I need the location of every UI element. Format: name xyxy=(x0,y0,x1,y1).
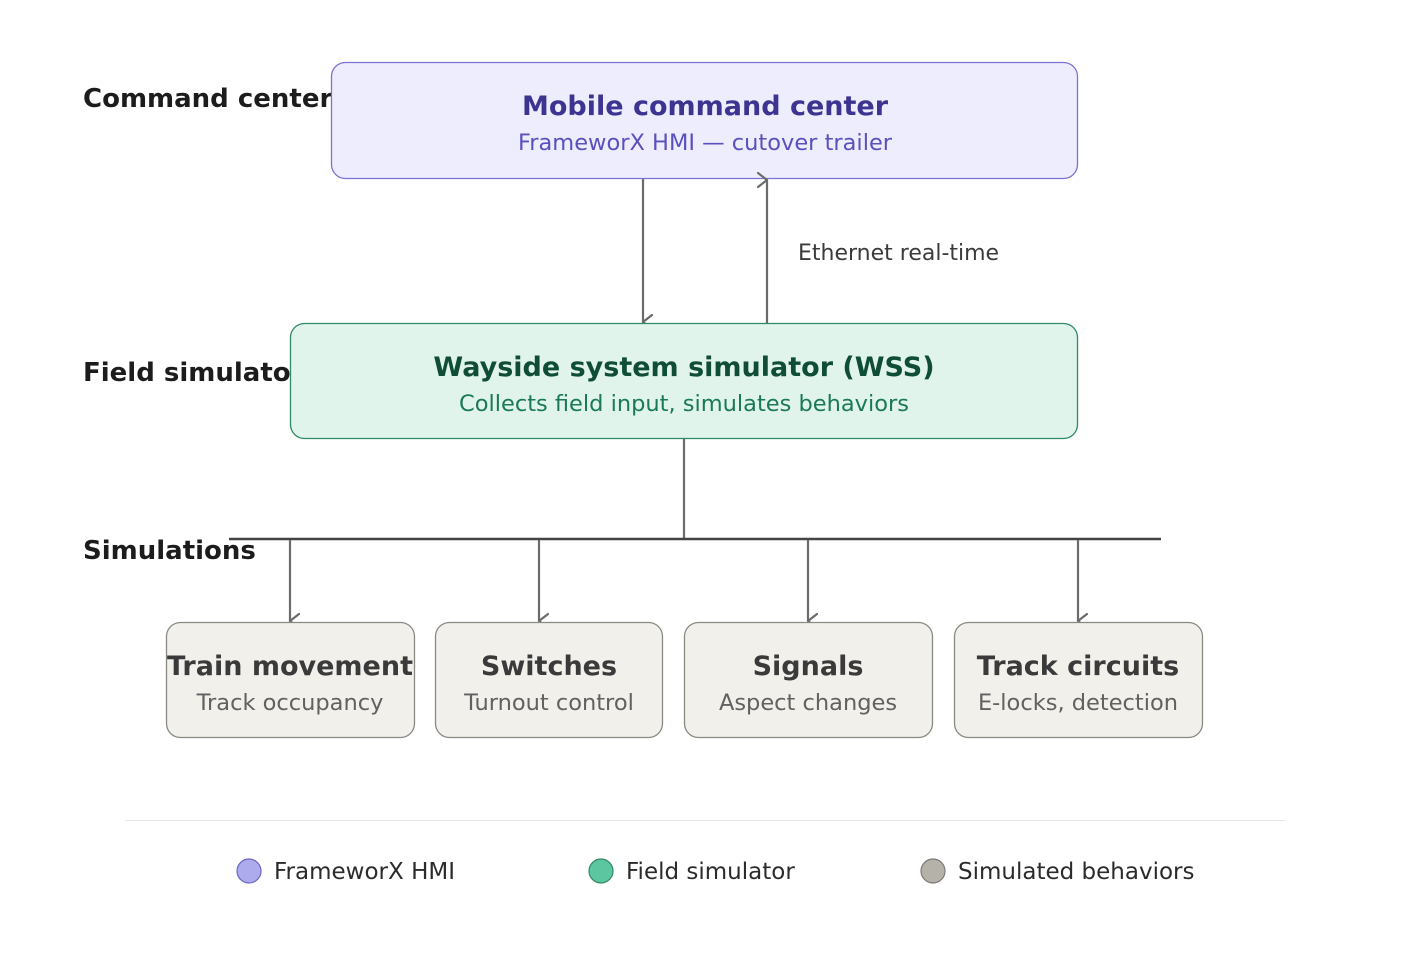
switches-title: Switches xyxy=(481,651,617,682)
node-signals[interactable]: Signals Aspect changes xyxy=(683,621,934,739)
legend: FrameworX HMI Field simulator Simulated … xyxy=(236,858,1194,885)
legend-label-field-simulator: Field simulator xyxy=(626,859,795,885)
legend-label-simulated-behaviors: Simulated behaviors xyxy=(958,859,1194,885)
node-switches[interactable]: Switches Turnout control xyxy=(434,621,664,739)
legend-item-simulated-behaviors: Simulated behaviors xyxy=(920,858,1194,885)
signals-subtitle: Aspect changes xyxy=(719,690,897,716)
wss-box xyxy=(289,322,1079,440)
wss-subtitle: Collects field input, simulates behavior… xyxy=(459,391,909,417)
switches-subtitle: Turnout control xyxy=(463,690,634,716)
track-circuits-subtitle: E-locks, detection xyxy=(978,690,1178,716)
legend-item-field-simulator: Field simulator xyxy=(588,858,795,885)
legend-item-frameworx-hmi: FrameworX HMI xyxy=(236,858,455,885)
legend-swatch-simulated-behaviors xyxy=(920,858,946,884)
legend-swatch-frameworx-hmi xyxy=(236,858,262,884)
node-track-circuits[interactable]: Track circuits E-locks, detection xyxy=(953,621,1204,739)
wss-title: Wayside system simulator (WSS) xyxy=(433,352,934,383)
tier-label-field-simulator: Field simulator xyxy=(83,358,304,388)
mobile-command-center-title: Mobile command center xyxy=(522,91,889,122)
signals-box xyxy=(683,621,934,739)
legend-label-frameworx-hmi: FrameworX HMI xyxy=(274,859,455,885)
mobile-command-center-subtitle: FrameworX HMI — cutover trailer xyxy=(518,130,893,156)
node-wayside-system-simulator[interactable]: Wayside system simulator (WSS) Collects … xyxy=(289,322,1079,440)
legend-swatch-field-simulator xyxy=(588,858,614,884)
track-circuits-box xyxy=(953,621,1204,739)
train-movement-box xyxy=(165,621,416,739)
edge-label-ethernet: Ethernet real-time xyxy=(798,241,999,266)
node-train-movement[interactable]: Train movement Track occupancy xyxy=(165,621,416,739)
track-circuits-title: Track circuits xyxy=(977,651,1179,682)
train-movement-subtitle: Track occupancy xyxy=(196,690,384,716)
signals-title: Signals xyxy=(753,651,864,682)
switches-box xyxy=(434,621,664,739)
train-movement-title: Train movement xyxy=(167,651,413,682)
tier-label-simulations: Simulations xyxy=(83,536,256,566)
mobile-command-center-box xyxy=(330,61,1079,180)
tier-label-command-center: Command center xyxy=(83,84,332,114)
node-mobile-command-center[interactable]: Mobile command center FrameworX HMI — cu… xyxy=(330,61,1079,180)
